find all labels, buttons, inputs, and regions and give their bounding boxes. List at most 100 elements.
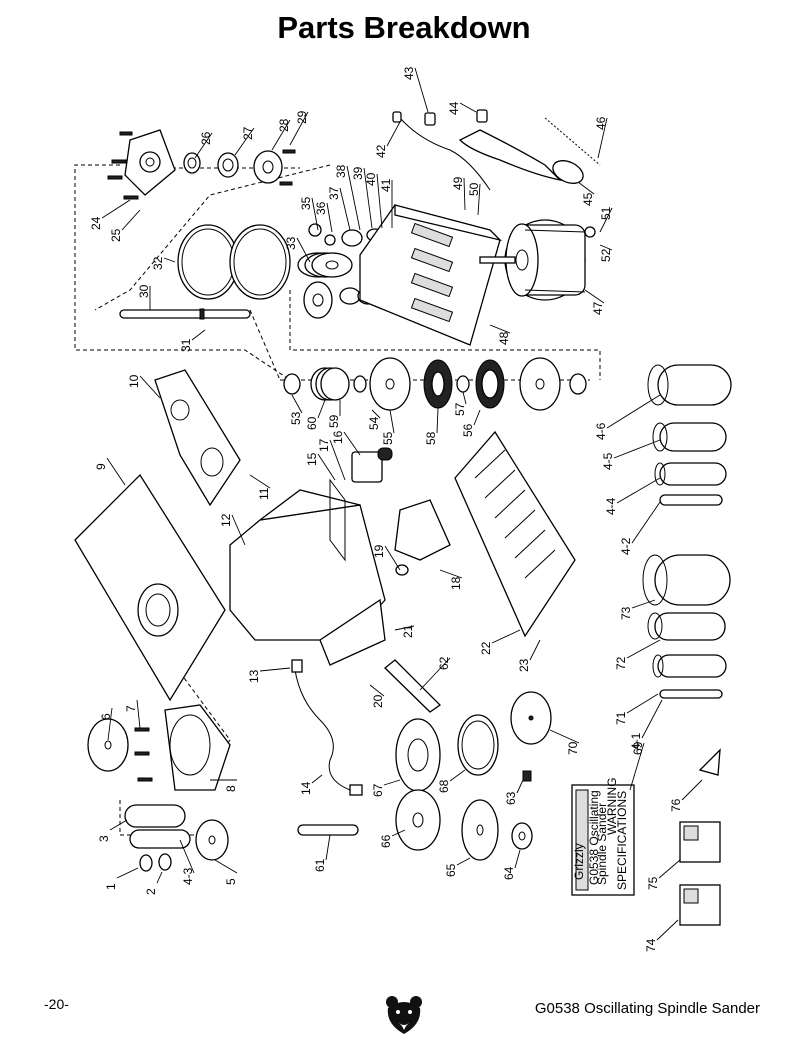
part-label-48: 48 xyxy=(497,331,511,345)
leader-line-24 xyxy=(101,199,131,219)
leader-line-16 xyxy=(343,431,361,456)
leader-line-53 xyxy=(291,394,303,414)
part-label-54: 54 xyxy=(367,416,381,430)
handle-bracket xyxy=(384,659,442,713)
leader-line-76 xyxy=(681,779,703,801)
leader-line-31 xyxy=(191,329,206,341)
leader-line-51 xyxy=(599,207,613,233)
leader-line-61 xyxy=(325,834,331,861)
leader-line-3 xyxy=(109,819,128,831)
leader-line-4-4 xyxy=(616,477,661,504)
part-label-12: 12 xyxy=(219,513,233,527)
part-label-24: 24 xyxy=(89,216,103,230)
leader-line-20 xyxy=(369,684,385,697)
motor-mount-plate xyxy=(359,204,503,346)
part-label-29: 29 xyxy=(295,110,309,124)
leader-line-35 xyxy=(311,197,319,231)
decal-brand: Grizzly xyxy=(572,843,586,880)
part-label-55: 55 xyxy=(381,431,395,445)
part-label-64: 64 xyxy=(502,866,516,880)
part-label-4-6: 4-6 xyxy=(594,422,608,440)
part-label-21: 21 xyxy=(401,624,415,638)
sanding-sleeves xyxy=(642,364,732,699)
part-label-25: 25 xyxy=(109,228,123,242)
part-label-47: 47 xyxy=(591,301,605,315)
leader-line-73 xyxy=(631,599,656,609)
part-label-15: 15 xyxy=(305,452,319,466)
part-label-16: 16 xyxy=(331,430,345,444)
part-label-23: 23 xyxy=(517,658,531,672)
leader-line-55 xyxy=(389,409,395,434)
decal-warning: WARNING xyxy=(605,777,619,835)
leader-line-42 xyxy=(386,121,401,147)
leader-line-26 xyxy=(194,132,213,159)
part-label-61: 61 xyxy=(313,858,327,872)
warning-labels xyxy=(679,748,721,926)
part-label-13: 13 xyxy=(247,669,261,683)
part-label-44: 44 xyxy=(447,101,461,115)
part-label-45: 45 xyxy=(581,192,595,206)
part-label-4-3: 4-3 xyxy=(181,867,195,885)
bear-head-icon xyxy=(386,996,422,1034)
leader-line-4-6 xyxy=(606,394,661,429)
oscillation-gear-row xyxy=(283,357,587,411)
part-label-75: 75 xyxy=(646,876,660,890)
part-label-60: 60 xyxy=(305,416,319,430)
part-label-42: 42 xyxy=(374,144,388,158)
part-label-49: 49 xyxy=(451,176,465,190)
leader-line-12 xyxy=(231,514,246,546)
part-label-51: 51 xyxy=(599,206,613,220)
part-label-41: 41 xyxy=(379,178,393,192)
part-label-17: 17 xyxy=(317,438,331,452)
part-label-67: 67 xyxy=(371,783,385,797)
part-label-38: 38 xyxy=(334,164,348,178)
table-inserts xyxy=(395,691,552,861)
part-label-28: 28 xyxy=(277,118,291,132)
leader-line-65 xyxy=(456,857,471,866)
leader-line-57 xyxy=(462,391,467,405)
leader-line-64 xyxy=(514,849,521,869)
leader-line-46 xyxy=(597,117,608,159)
motor-cover-box xyxy=(394,499,451,576)
leader-line-48 xyxy=(489,324,511,334)
leader-line-28 xyxy=(271,119,291,151)
leader-line-29 xyxy=(289,111,309,146)
spindle-shaft xyxy=(119,308,251,320)
leader-line-40 xyxy=(376,173,383,229)
leader-line-63 xyxy=(516,779,524,794)
model-title: G0538 Oscillating Spindle Sander xyxy=(534,1000,760,1017)
part-label-43: 43 xyxy=(402,66,416,80)
leader-line-52 xyxy=(599,244,613,251)
part-label-30: 30 xyxy=(137,284,151,298)
belts xyxy=(177,224,291,300)
leader-line-2 xyxy=(156,871,163,884)
leader-line-37 xyxy=(339,187,351,231)
leader-line-10 xyxy=(139,375,161,399)
part-label-9: 9 xyxy=(94,463,108,470)
leader-line-21 xyxy=(394,625,415,631)
leader-line-23 xyxy=(529,639,541,661)
leader-line-6 xyxy=(107,707,113,741)
part-label-26: 26 xyxy=(199,131,213,145)
leader-line-14 xyxy=(311,774,323,784)
leader-line-72 xyxy=(626,639,661,659)
part-label-53: 53 xyxy=(289,411,303,425)
part-label-6: 6 xyxy=(99,713,113,720)
part-label-74: 74 xyxy=(644,938,658,952)
part-label-71: 71 xyxy=(614,711,628,725)
decal-spec-heading: SPECIFICATIONS xyxy=(615,791,629,890)
part-label-22: 22 xyxy=(479,641,493,655)
part-label-11: 11 xyxy=(257,487,271,500)
leader-line-74 xyxy=(656,919,679,941)
part-label-4-5: 4-5 xyxy=(601,452,615,470)
leader-line-49 xyxy=(463,177,466,211)
part-label-69: 69 xyxy=(631,741,645,755)
leader-line-15 xyxy=(317,453,336,481)
leader-line-70 xyxy=(549,729,580,744)
leader-line-45 xyxy=(577,181,595,195)
drum-spindle-parts xyxy=(87,704,231,872)
leader-line-54 xyxy=(371,409,381,419)
part-label-33: 33 xyxy=(284,236,298,250)
machine-decal: Grizzly G0538 Oscillating Spindle Sander… xyxy=(571,777,635,896)
part-label-27: 27 xyxy=(241,126,255,140)
